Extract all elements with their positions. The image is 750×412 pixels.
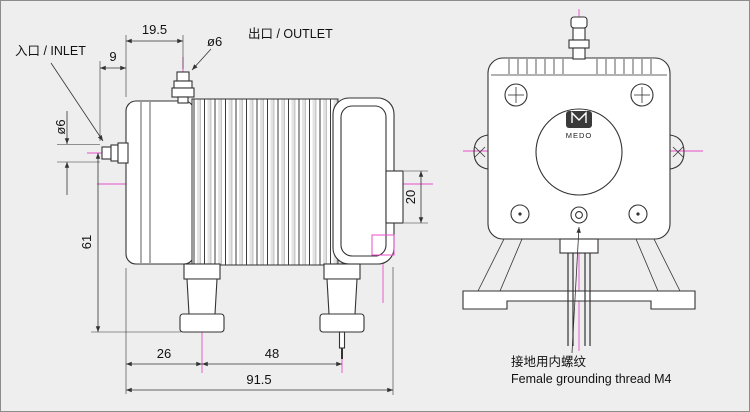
- front-fin-ticks: [491, 59, 667, 76]
- dim-9: 9: [109, 49, 116, 64]
- mounting-foot-left: [179, 263, 225, 333]
- dim-48: 48: [265, 346, 279, 361]
- grounding-screw: [570, 206, 588, 224]
- brand-logo: MEDO: [566, 111, 593, 140]
- grounding-leader-line: [571, 226, 581, 354]
- outlet-barb-front: [568, 16, 590, 60]
- bottom-hole-right: [628, 204, 648, 224]
- drain-needle: [338, 331, 346, 359]
- dim-19-5: 19.5: [142, 22, 167, 37]
- terminal-and-wires: [559, 238, 599, 346]
- logo-text: MEDO: [566, 131, 593, 140]
- side-port: [385, 170, 404, 224]
- mounting-tab-right: [669, 134, 685, 170]
- motor-housing: [125, 100, 195, 265]
- stand-base: [462, 238, 696, 310]
- grounding-label-en: Female grounding thread M4: [511, 372, 672, 386]
- inlet-dia-label: ø6: [53, 119, 68, 134]
- inlet-fitting: [101, 142, 129, 164]
- pump-head: [332, 97, 395, 265]
- corner-screw-top-left: [504, 83, 528, 107]
- cord-grip: [371, 234, 395, 256]
- front-view: MEDO 接地用内螺纹 Female grounding thread M4: [462, 9, 703, 386]
- mounting-tab-left: [473, 134, 489, 170]
- dim-26: 26: [157, 346, 171, 361]
- dimension-lines: [50, 38, 424, 393]
- mounting-foot-right: [319, 263, 365, 333]
- terminal-block: [559, 238, 599, 254]
- dim-61: 61: [79, 235, 94, 249]
- outlet-label: 出口 / OUTLET: [248, 27, 333, 41]
- dim-20: 20: [403, 190, 418, 204]
- outlet-fitting: [171, 71, 195, 104]
- outlet-dia-label: ø6: [207, 34, 222, 49]
- bottom-hole-left: [510, 204, 530, 224]
- corner-screw-top-right: [630, 83, 654, 107]
- outlet-dia-leader-line: [191, 48, 212, 71]
- dim-91-5: 91.5: [246, 372, 271, 387]
- side-view: 入口 / INLET 出口 / OUTLET ø6 19.5 9 ø6 61 2…: [15, 22, 433, 395]
- front-center-circle: [535, 108, 623, 196]
- pump-body-side: [125, 97, 404, 266]
- grounding-label-cn: 接地用内螺纹: [511, 354, 587, 369]
- cooling-fins: [191, 98, 339, 266]
- inlet-label: 入口 / INLET: [15, 44, 86, 58]
- inlet-leader-line: [50, 62, 104, 142]
